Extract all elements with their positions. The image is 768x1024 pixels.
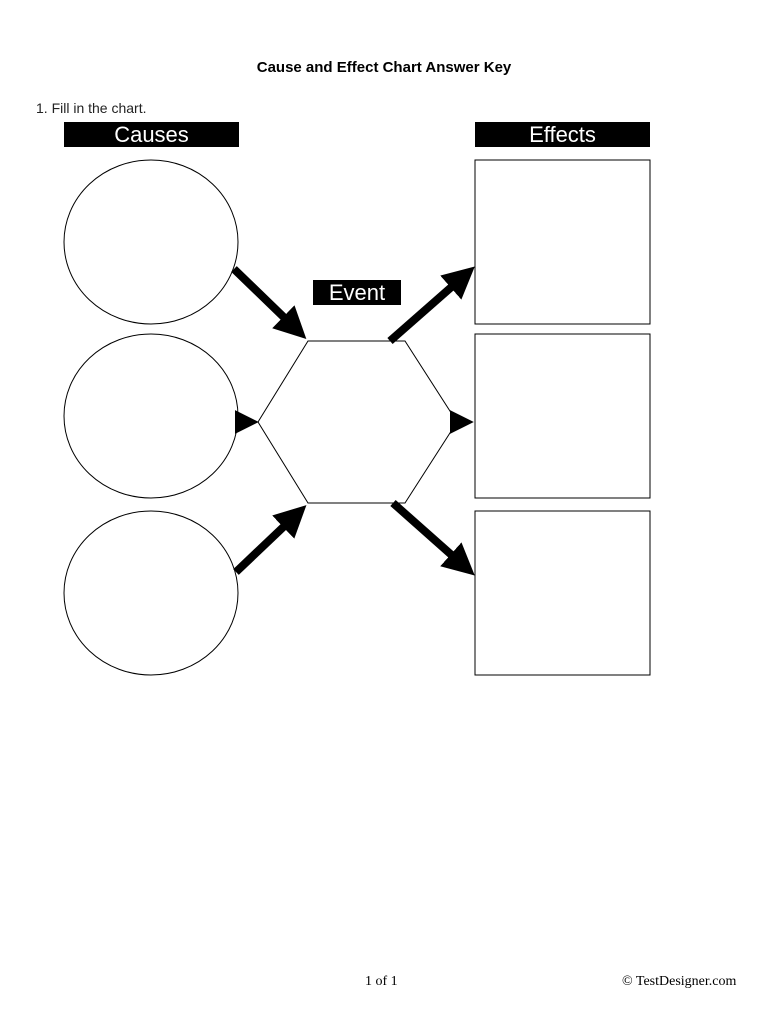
cause-circle-2[interactable] [63, 333, 239, 499]
effects-header: Effects [475, 122, 650, 147]
arrow-icon [231, 266, 307, 340]
cause-circle-1[interactable] [63, 159, 239, 325]
event-header: Event [313, 280, 401, 305]
cause-circle-3[interactable] [63, 510, 239, 676]
arrow-icon [387, 266, 475, 345]
effect-box-3[interactable] [474, 510, 651, 676]
page-title: Cause and Effect Chart Answer Key [256, 59, 512, 76]
effect-box-2[interactable] [474, 333, 651, 499]
arrow-icon [233, 505, 307, 575]
instruction-text: 1. Fill in the chart. [36, 100, 147, 116]
effect-box-1[interactable] [474, 159, 651, 325]
copyright-text: © TestDesigner.com [622, 974, 737, 989]
causes-header: Causes [64, 122, 239, 147]
page-number: 1 of 1 [365, 974, 398, 989]
arrow-icon [390, 500, 475, 576]
event-hexagon[interactable] [257, 340, 458, 504]
